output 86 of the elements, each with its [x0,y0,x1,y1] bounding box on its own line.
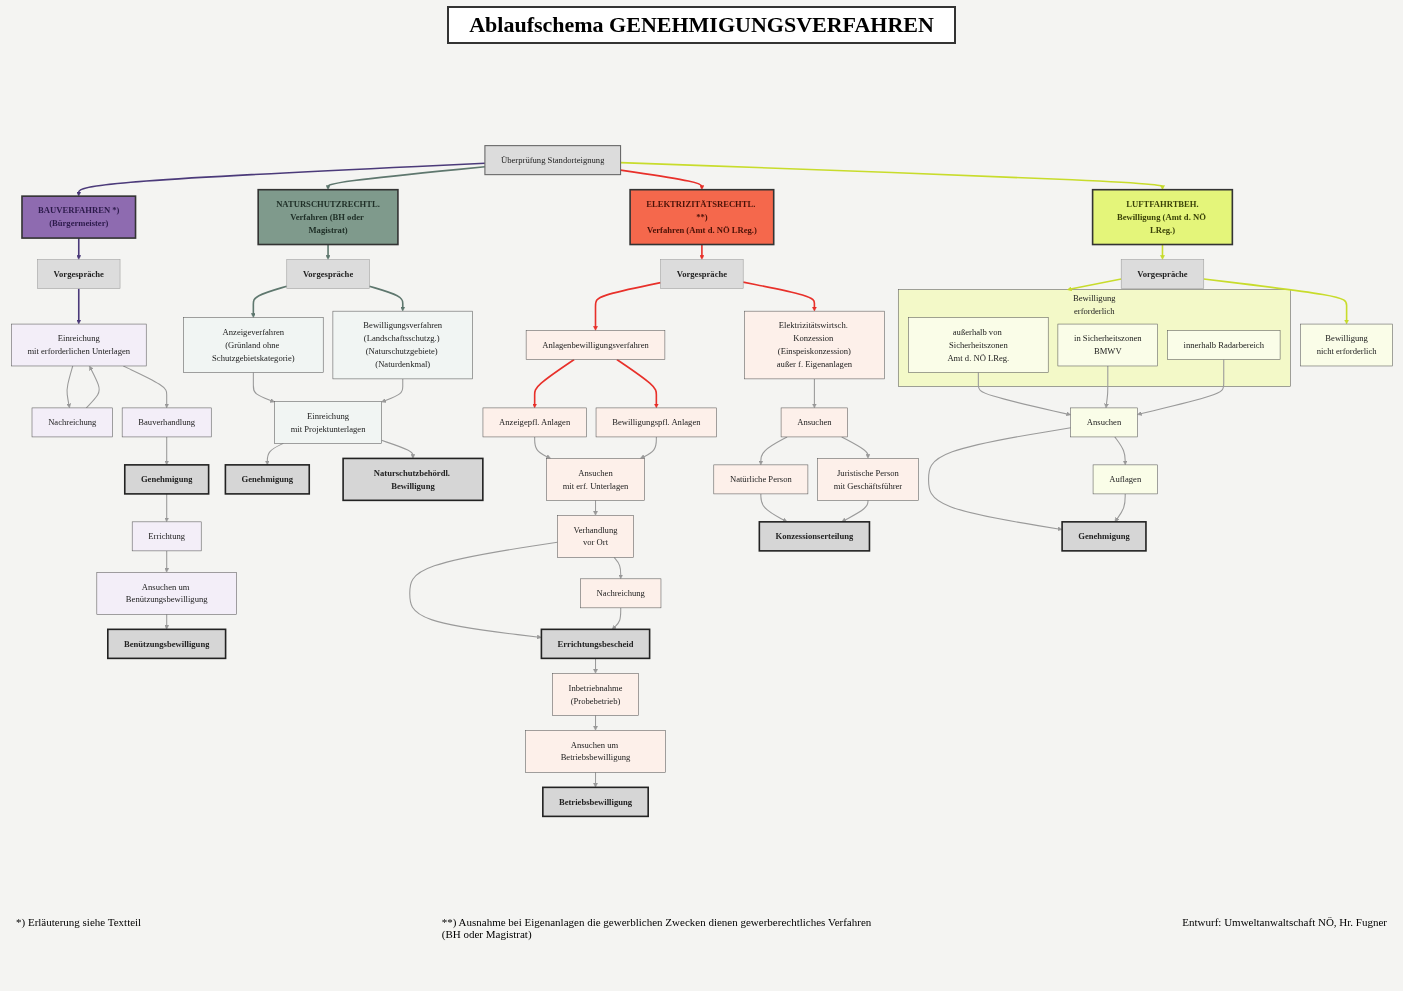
arrow [533,436,551,459]
arrow [85,365,100,409]
node-box: Bewilligung nicht erforderlich [1299,323,1393,367]
node-box: Errichtungsbescheid [540,628,650,660]
arrow [741,281,817,312]
arrow [163,493,169,523]
footnote: Entwurf: Umweltanwaltschaft NÖ, Hr. Fugner [1182,916,1387,930]
node-box: außerhalb von Sicherheitszonen Amt d. NÖ LReg. [907,317,1048,373]
node-box: Ansuchen [780,407,848,438]
arrow [264,442,284,466]
node-box: Überprüfung Standorteignung [483,145,621,176]
node-box: Vorgespräche [36,259,120,289]
arrow [811,378,817,409]
arrow [163,550,169,573]
arrow [122,365,169,409]
node-box: Genehmigung [1060,521,1147,552]
node-box: Einreichung mit erforderlichen Unterlagen [10,323,146,367]
node-box: Genehmigung [224,464,310,495]
arrow [531,358,575,409]
node-box: Vorgespräche [286,259,370,289]
node-box: Betriebsbewilligung [541,786,649,818]
diagram-title: Ablaufschema GENEHMIGUNGSVERFAHREN [447,6,956,44]
arrow [1136,359,1224,416]
node-box: Auflagen [1092,464,1158,495]
node-box: innerhalb Radarbereich [1166,330,1280,360]
arrow [699,243,704,260]
arrow [1066,278,1122,292]
node-box: Juristische Person mit Geschäftsführer [816,458,919,501]
arrow [1159,243,1165,260]
arrow [927,427,1071,532]
footnote: *) Erläuterung siehe Textteil [16,916,142,930]
arrow [1114,493,1126,523]
arrow [639,436,657,459]
node-box: Naturschutzbehördl. Bewilligung [341,457,484,502]
arrow [250,285,288,318]
arrow [1103,365,1109,409]
node-box: Bewilligungsverfahren (Landschaftsschutzg.) (Naturschutzgebiete) (Naturdenkmal) [332,310,473,380]
node-box: Natürliche Person [713,464,808,495]
node-box: Ansuchen [1069,407,1138,438]
arrow [380,439,415,459]
arrow [840,499,868,523]
arrow [163,436,169,466]
node-box: Anlagenbewilligungsverfahren [525,330,665,360]
node-box: Vorgespräche [659,259,743,289]
arrow [163,613,169,630]
arrow [65,365,73,409]
arrow [977,371,1071,417]
node-box: NATURSCHUTZRECHTL. Verfahren (BH oder Magistrat) [256,188,399,246]
node-box: Verhandlung vor Ort [556,515,634,558]
node-box: Nachreichung [579,578,661,609]
arrow [592,281,661,331]
arrow [1202,278,1349,325]
node-box: Ansuchen um Benützungsbewilligung [96,572,237,615]
node-box: Ansuchen mit erf. Unterlagen [545,458,645,501]
arrow [75,237,81,260]
arrow [75,287,81,325]
arrow [759,493,787,523]
node-box: Inbetriebnahme (Probebetrieb) [551,673,639,716]
arrow [408,541,558,640]
node-box: Anzeigepfl. Anlagen [482,407,587,438]
node-box: Genehmigung [123,464,209,495]
node-box: Konzessionserteilung [758,521,870,552]
arrow [615,358,659,409]
arrow [368,285,405,312]
node-box: Vorgespräche [1120,259,1204,289]
node-box: ELEKTRIZITÄTSRECHTL. **) Verfahren (Amt d. NÖ LReg.) [628,188,774,246]
arrow [252,371,275,403]
arrow [611,607,621,630]
node-box: Benützungsbewilligung [106,628,226,660]
node-box: BAUVERFAHREN *) (Bürgermeister) [20,195,136,239]
arrow [758,436,788,466]
node-box: Ansuchen um Betriebsbewilligung [524,730,666,773]
node-box: Elektrizitätswirtsch. Konzession (Einspeiskonzession) außer f. Eigenanlagen [743,310,885,380]
arrow [613,556,623,580]
node-box: LUFTFAHRTBEH. Bewilligung (Amt d. NÖ LReg.) [1091,188,1233,246]
node-box: Anzeigeverfahren (Grünland ohne Schutzgebietskategorie) [182,317,323,373]
node-box: Errichtung [131,521,201,552]
arrow [325,243,330,260]
node-box: Einreichung mit Projektunterlagen [273,401,382,444]
node-box: Bewilligungspfl. Anlagen [595,407,717,438]
arrow [380,378,403,403]
node-box: in Sicherheitszonen BMWV [1057,323,1158,367]
footnote: **) Ausnahme bei Eigenanlagen die gewerblichen Zwecken dienen gewerberechtliches Verfahren (BH oder Magistrat) [441,916,873,940]
arrow [1113,436,1128,466]
node-box: Nachreichung [31,407,113,438]
node-box: Bauverhandlung [121,407,211,438]
